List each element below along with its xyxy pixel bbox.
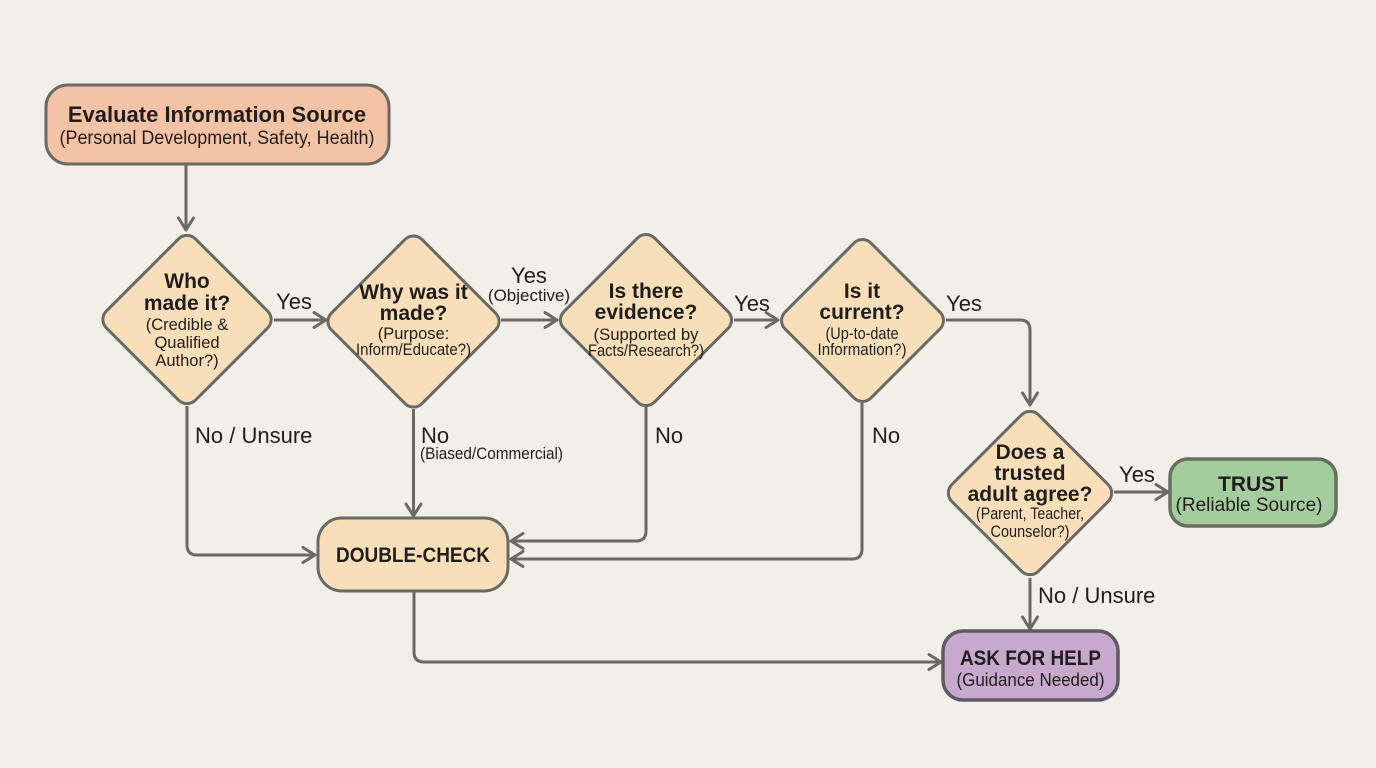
svg-text:Is it: Is it [844, 280, 880, 303]
svg-text:Yes: Yes [276, 289, 312, 314]
svg-text:(Parent, Teacher,: (Parent, Teacher, [976, 505, 1084, 523]
svg-text:(Purpose:: (Purpose: [378, 325, 450, 343]
svg-text:trusted: trusted [994, 462, 1065, 485]
svg-text:Facts/Research?): Facts/Research?) [588, 342, 704, 360]
svg-text:made it?: made it? [144, 292, 230, 315]
svg-text:Why was it: Why was it [359, 281, 468, 304]
svg-text:made?: made? [380, 302, 448, 325]
svg-text:(Up-to-date: (Up-to-date [826, 325, 899, 343]
svg-text:Yes: Yes [511, 263, 547, 288]
svg-text:Inform/Educate?): Inform/Educate?) [356, 341, 471, 359]
svg-text:(Objective): (Objective) [488, 286, 570, 305]
svg-text:current?: current? [819, 301, 904, 324]
svg-text:Information?): Information?) [818, 341, 907, 359]
svg-text:DOUBLE-CHECK: DOUBLE-CHECK [336, 544, 490, 567]
svg-text:(Reliable Source): (Reliable Source) [1176, 494, 1323, 516]
svg-text:TRUST: TRUST [1218, 473, 1288, 496]
svg-text:(Personal Development, Safety,: (Personal Development, Safety, Health) [60, 128, 375, 149]
svg-text:evidence?: evidence? [595, 301, 698, 324]
svg-text:No: No [872, 423, 900, 448]
svg-text:No: No [655, 423, 683, 448]
svg-text:Yes: Yes [734, 291, 770, 316]
svg-text:(Biased/Commercial): (Biased/Commercial) [420, 444, 563, 463]
svg-text:(Guidance Needed): (Guidance Needed) [957, 669, 1105, 690]
svg-text:(Supported by: (Supported by [594, 326, 700, 344]
svg-text:No: No [421, 423, 449, 448]
svg-text:(Credible &: (Credible & [146, 316, 229, 334]
svg-text:Yes: Yes [1119, 462, 1155, 487]
svg-text:Does a: Does a [996, 441, 1065, 464]
svg-text:Yes: Yes [946, 291, 982, 316]
svg-text:Counselor?): Counselor?) [991, 523, 1070, 541]
svg-text:Is there: Is there [609, 280, 684, 303]
svg-text:Who: Who [164, 270, 209, 293]
svg-text:adult agree?: adult agree? [968, 483, 1093, 506]
svg-text:Author?): Author?) [155, 352, 218, 370]
svg-text:Evaluate Information Source: Evaluate Information Source [68, 102, 366, 127]
svg-text:No / Unsure: No / Unsure [195, 423, 312, 448]
svg-text:No / Unsure: No / Unsure [1038, 583, 1155, 608]
svg-text:ASK FOR HELP: ASK FOR HELP [960, 647, 1101, 670]
svg-text:Qualified: Qualified [154, 334, 219, 352]
